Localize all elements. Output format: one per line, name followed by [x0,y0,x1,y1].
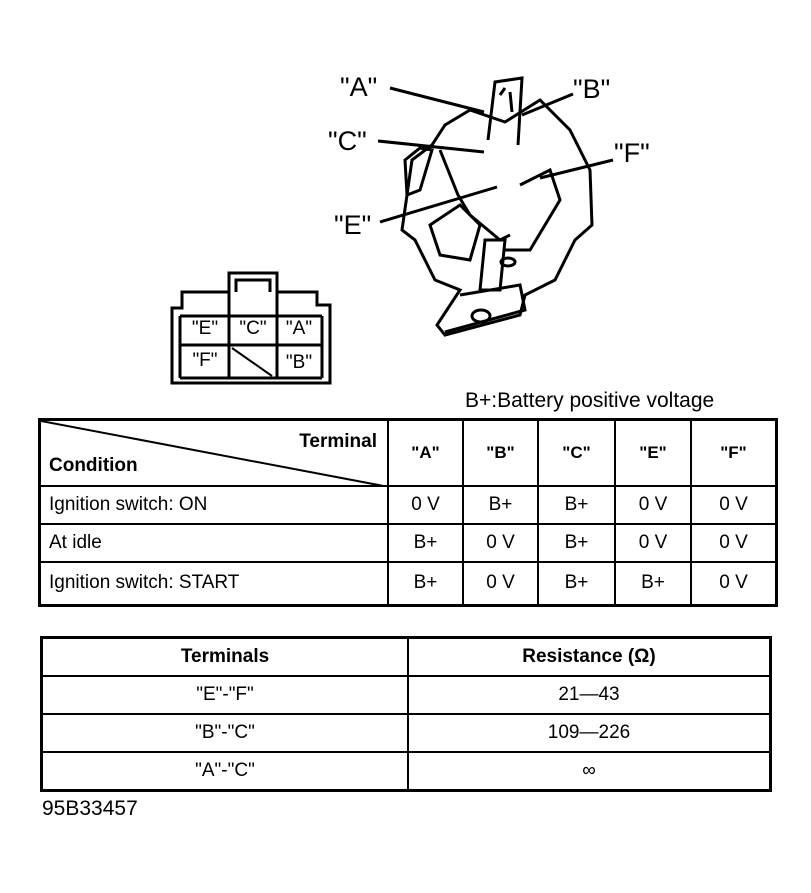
terminals-header: Terminals [40,636,409,677]
value-cell: 0 V [387,484,464,525]
voltage-table: Terminal Condition "A" "B" "C" "E" "F" I… [38,418,778,607]
diagonal-line [41,421,389,487]
terminal-header: Terminal [299,431,377,452]
condition-cell: Ignition switch: ON [38,484,389,525]
value-cell: 0 V [462,522,539,563]
resistance-cell: 109—226 [407,713,772,753]
label-e: "E" [334,210,372,240]
value-cell: B+ [387,560,464,607]
label-c: "C" [328,126,367,156]
label-b: "B" [573,74,611,104]
value-cell: 0 V [614,484,692,525]
condition-cell: Ignition switch: START [38,560,389,607]
value-cell: 0 V [690,522,778,563]
table-header-row: Terminals Resistance (Ω) [40,636,772,677]
value-cell: B+ [462,484,539,525]
condition-header: Condition [49,454,138,476]
value-cell: 0 V [614,522,692,563]
value-cell: B+ [537,560,616,607]
resistance-table: Terminals Resistance (Ω) "E"-"F" 21—43 "… [40,636,772,792]
table-row: "B"-"C" 109—226 [40,713,772,753]
table-row: Ignition switch: START B+ 0 V B+ B+ 0 V [38,560,778,607]
value-cell: B+ [537,522,616,563]
column-header: "E" [614,418,692,487]
terminals-cell: "E"-"F" [40,675,409,715]
figure-id: 95B33457 [42,797,138,820]
value-cell: 0 V [462,560,539,607]
value-cell: 0 V [690,484,778,525]
resistance-header: Resistance (Ω) [407,636,772,677]
resistance-cell: 21—43 [407,675,772,715]
connector-pin-c: "C" [239,318,267,339]
table-row: "E"-"F" 21—43 [40,675,772,715]
terminals-cell: "B"-"C" [40,713,409,753]
value-cell: B+ [537,484,616,525]
value-cell: B+ [387,522,464,563]
column-header: "F" [690,418,778,487]
relay-illustration [170,76,614,385]
value-cell: B+ [614,560,692,607]
table-header-row: Terminal Condition "A" "B" "C" "E" "F" [38,418,778,487]
column-header: "B" [462,418,539,487]
connector-pin-f: "F" [192,350,218,371]
connector-pin-e: "E" [191,318,219,339]
diagonal-header-cell: Terminal Condition [38,418,389,487]
column-header: "C" [537,418,616,487]
label-a: "A" [340,72,378,102]
battery-note: B+:Battery positive voltage [465,389,715,412]
resistance-cell: ∞ [407,751,772,792]
label-f: "F" [614,138,650,168]
connector-pin-b: "B" [285,352,313,373]
condition-cell: At idle [38,522,389,563]
table-row: Ignition switch: ON 0 V B+ B+ 0 V 0 V [38,484,778,525]
table-row: "A"-"C" ∞ [40,751,772,792]
connector-pin-a: "A" [285,318,313,339]
terminals-cell: "A"-"C" [40,751,409,792]
value-cell: 0 V [690,560,778,607]
table-row: At idle B+ 0 V B+ 0 V 0 V [38,522,778,563]
column-header: "A" [387,418,464,487]
